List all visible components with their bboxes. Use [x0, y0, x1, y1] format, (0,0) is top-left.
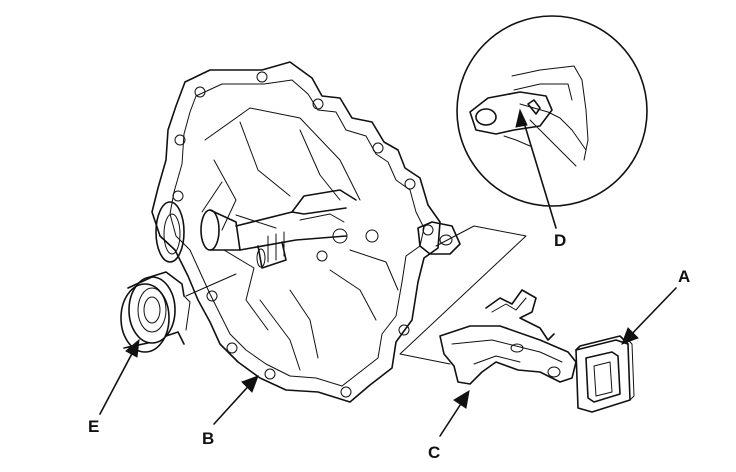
label-b: B	[202, 429, 214, 448]
dust-boot	[575, 335, 635, 413]
callout-arrow-b	[213, 375, 259, 425]
release-fork	[439, 325, 577, 385]
callout-arrow-d	[515, 108, 557, 229]
release-bearing	[120, 271, 191, 353]
label-d: D	[554, 231, 566, 250]
label-e: E	[88, 417, 99, 436]
connector-lines	[185, 225, 527, 365]
fork-spring-clip	[485, 289, 555, 341]
callout-arrow-e	[99, 338, 140, 415]
detail-inset	[456, 15, 648, 207]
label-a: A	[678, 267, 690, 286]
clutch-housing	[151, 61, 461, 403]
label-c: C	[428, 443, 440, 462]
callout-arrow-a	[621, 287, 677, 345]
callout-arrow-c	[439, 390, 470, 437]
